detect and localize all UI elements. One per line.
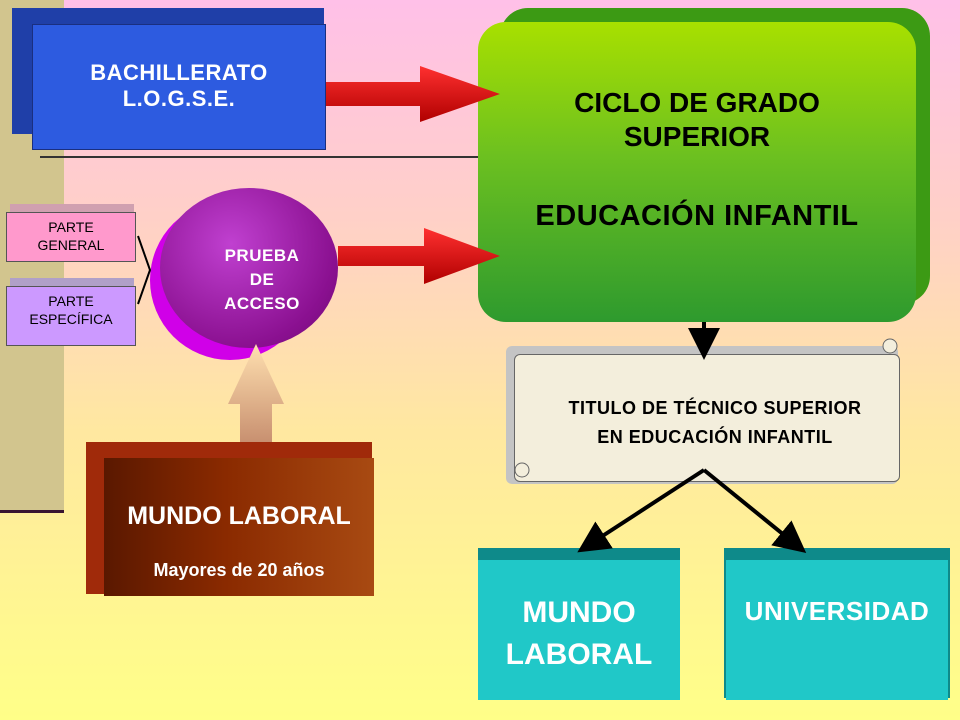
- parte-general-label: PARTE GENERAL: [6, 218, 136, 254]
- salida-mundo-laboral-label: MUNDO LABORAL: [478, 592, 680, 676]
- prueba-label: PRUEBA DE ACCESO: [200, 244, 324, 316]
- parte-brace: [137, 235, 152, 305]
- salida-mundo-laboral-line1: MUNDO: [522, 596, 636, 629]
- mundo-laboral-subtitle: Mayores de 20 años: [153, 560, 325, 580]
- scroll-curl-bottom: [514, 462, 530, 478]
- mundo-laboral-title: MUNDO LABORAL: [127, 502, 351, 530]
- left-strip-line: [0, 510, 64, 513]
- arrow-prueba-to-ciclo: [338, 228, 500, 284]
- bachillerato-line2: L.O.G.S.E.: [122, 86, 236, 111]
- arrow-titulo-to-mundo-laboral: [577, 468, 706, 553]
- salida-universidad-box: [726, 560, 948, 700]
- bachillerato-label: BACHILLERATO L.O.G.S.E.: [32, 60, 326, 112]
- ciclo-line2: SUPERIOR: [623, 121, 771, 152]
- horizontal-divider: [40, 156, 490, 158]
- scroll-curl-top: [882, 338, 898, 354]
- arrow-titulo-to-universidad: [702, 468, 807, 554]
- bachillerato-line1: BACHILLERATO: [90, 60, 268, 85]
- salida-universidad-label: UNIVERSIDAD: [744, 596, 930, 626]
- salida-mundo-laboral-box: [478, 560, 680, 700]
- parte-general-box: [6, 212, 136, 262]
- titulo-line1: TITULO DE TÉCNICO SUPERIOR: [568, 398, 862, 418]
- parte-general-line1: PARTE: [48, 219, 94, 235]
- prueba-line3: ACCESO: [224, 294, 300, 313]
- parte-especifica-line2: ESPECÍFICA: [29, 311, 113, 327]
- prueba-line2: DE: [249, 270, 275, 289]
- bachillerato-box: [32, 24, 326, 150]
- parte-especifica-label: PARTE ESPECÍFICA: [6, 292, 136, 328]
- parte-especifica-line1: PARTE: [48, 293, 94, 309]
- parte-especifica-box: [6, 286, 136, 346]
- arrow-bachillerato-to-ciclo: [326, 66, 500, 122]
- mundo-laboral-box: [104, 458, 374, 596]
- parte-general-line2: GENERAL: [37, 237, 105, 253]
- ciclo-box: [478, 22, 916, 322]
- salida-mundo-laboral-line2: LABORAL: [505, 638, 653, 671]
- prueba-circle: [160, 188, 338, 348]
- titulo-line2: EN EDUCACIÓN INFANTIL: [597, 427, 833, 447]
- prueba-line1: PRUEBA: [224, 246, 300, 265]
- arrow-laboral-to-prueba: [228, 344, 284, 442]
- ciclo-subject: EDUCACIÓN INFANTIL: [535, 200, 859, 232]
- titulo-label: TITULO DE TÉCNICO SUPERIOR EN EDUCACIÓN …: [530, 394, 900, 452]
- ciclo-line1: CICLO DE GRADO: [574, 87, 820, 118]
- ciclo-title: CICLO DE GRADO SUPERIOR: [478, 86, 916, 154]
